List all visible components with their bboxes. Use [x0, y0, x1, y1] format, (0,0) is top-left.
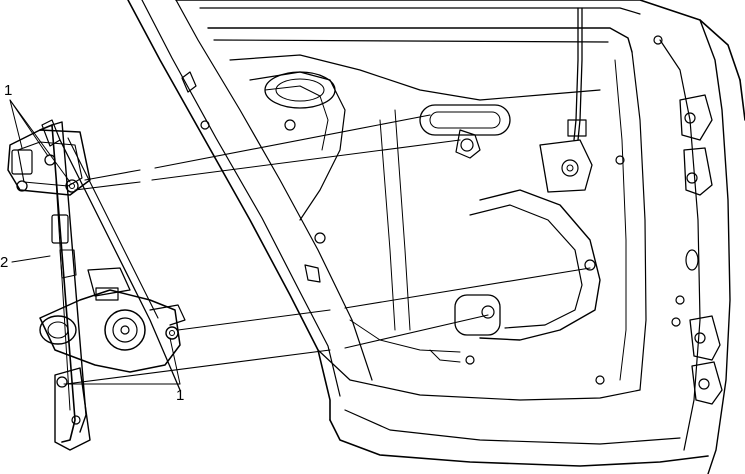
door-frame [127, 0, 745, 474]
inner-door-panel [181, 7, 663, 385]
callout-label: 1 [176, 387, 184, 404]
callout-2-regulator: 2 [0, 254, 51, 271]
window-regulator-assembly [7, 119, 181, 451]
callout-label: 1 [4, 82, 12, 99]
callout-1-bottom: 1 [63, 337, 184, 404]
installation-guide-lines [65, 114, 591, 385]
door-hinges [671, 94, 723, 405]
callout-1-top: 1 [4, 82, 71, 183]
regulator-motor [39, 267, 186, 373]
callout-label: 2 [0, 254, 8, 271]
